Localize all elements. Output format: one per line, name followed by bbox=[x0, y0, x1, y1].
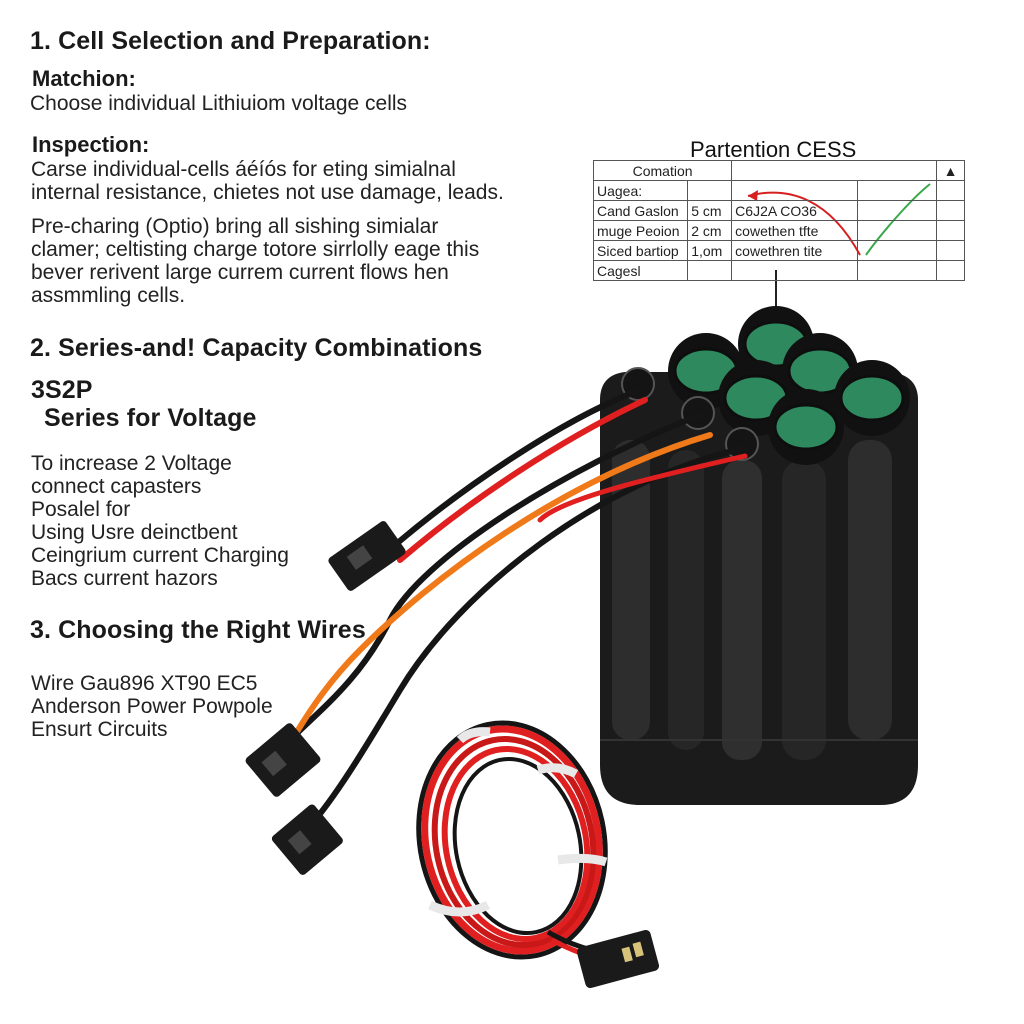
section2-line: Bacs current hazors bbox=[31, 567, 218, 590]
wires bbox=[287, 387, 748, 823]
section2-line: To increase 2 Voltage bbox=[31, 452, 232, 475]
precharging-line: clamer; celtisting charge totore sirrlol… bbox=[31, 238, 480, 261]
table-header-cell: Comation bbox=[592, 160, 733, 181]
section3-line: Wire Gau896 XT90 EC5 bbox=[31, 672, 258, 695]
precharging-text: Pre-charing (Optio) bring all sishing si… bbox=[31, 215, 479, 307]
battery-body bbox=[600, 372, 918, 805]
section3-heading: 3. Choosing the Right Wires bbox=[30, 616, 366, 644]
connector-middle bbox=[245, 723, 321, 797]
inspection-line: Carse individual-cells áéíós for eting s… bbox=[31, 158, 456, 181]
section3-line: Anderson Power Powpole bbox=[31, 695, 273, 718]
table-row: Uagea: bbox=[592, 180, 965, 201]
inspection-text: Carse individual-cells áéíós for eting s… bbox=[31, 158, 504, 204]
inspection-label: Inspection: bbox=[32, 132, 150, 157]
section2-subheading: Series for Voltage bbox=[44, 404, 257, 432]
matching-label: Matchion: bbox=[32, 66, 136, 91]
cell-cap bbox=[839, 374, 905, 422]
section2-text: To increase 2 Voltage connect capasters … bbox=[31, 452, 289, 590]
precharging-line: Pre-charing (Optio) bring all sishing si… bbox=[31, 215, 439, 238]
config-label: 3S2P bbox=[31, 376, 93, 404]
cell-tops bbox=[668, 306, 910, 465]
connector-bottom bbox=[271, 804, 343, 875]
table-header-marker: ▲ bbox=[936, 160, 965, 181]
connector-coil-end bbox=[576, 930, 660, 988]
connector-top bbox=[328, 521, 406, 591]
section2-line: Using Usre deinctbent bbox=[31, 521, 238, 544]
precharging-line: bever rerivent large currem current flow… bbox=[31, 261, 449, 284]
matching-text: Choose individual Lithiuiom voltage cell… bbox=[30, 92, 408, 115]
cell-cap bbox=[773, 403, 839, 451]
wire-coil bbox=[416, 720, 613, 965]
section2-line: connect capasters bbox=[31, 475, 202, 498]
table-header-row: Comation ▲ bbox=[592, 160, 965, 181]
section3-text: Wire Gau896 XT90 EC5 Anderson Power Powp… bbox=[31, 672, 273, 741]
table-row: Cagesl bbox=[592, 260, 965, 281]
section3-line: Ensurt Circuits bbox=[31, 718, 168, 741]
section2-line: Ceingrium current Charging bbox=[31, 544, 289, 567]
table-title: Partention CESS bbox=[690, 137, 857, 162]
section2-heading: 2. Series-and! Capacity Combinations bbox=[30, 334, 483, 362]
inspection-line: internal resistance, chietes not use dam… bbox=[31, 181, 504, 204]
section2-line: Posalel for bbox=[31, 498, 131, 521]
section1-heading: 1. Cell Selection and Preparation: bbox=[30, 27, 431, 55]
precharging-line: assmmling cells. bbox=[31, 284, 186, 307]
